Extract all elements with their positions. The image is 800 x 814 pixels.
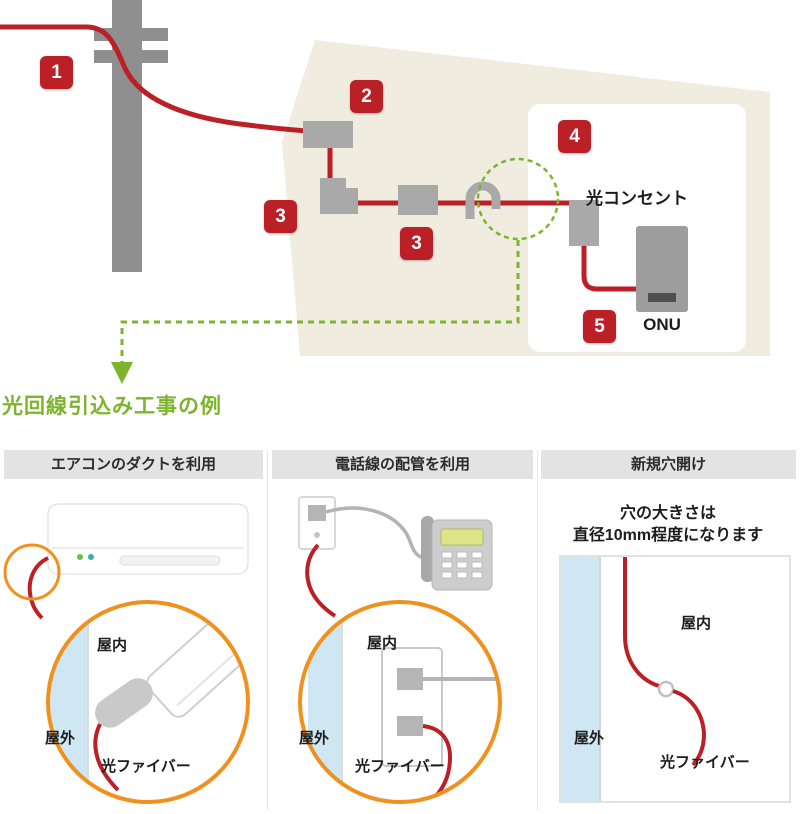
conduit-elbow bbox=[320, 178, 358, 214]
fiber-out-of-hole bbox=[672, 689, 707, 767]
drop-cable bbox=[0, 24, 331, 136]
phone-keypad bbox=[441, 551, 483, 579]
step-badge-4: 4 bbox=[558, 120, 591, 153]
indoor-label: 屋内 bbox=[367, 635, 398, 652]
ac-zoom-ring bbox=[3, 543, 61, 601]
guide-arrow bbox=[111, 362, 133, 384]
drilled-hole bbox=[657, 680, 675, 698]
wall-cross-section bbox=[559, 555, 791, 803]
outdoor-wall-strip bbox=[308, 602, 342, 802]
onu-label: ONU bbox=[643, 315, 681, 334]
step-badge-3a: 3 bbox=[264, 200, 297, 233]
onu-cable bbox=[581, 246, 640, 292]
outdoor-label: 屋外 bbox=[574, 730, 605, 747]
wall-plate-zoomed bbox=[381, 647, 443, 767]
zoom-highlight-circle bbox=[476, 157, 560, 241]
indoor-label: 屋内 bbox=[97, 637, 128, 654]
fiber-label: 光ファイバー bbox=[660, 754, 750, 771]
phone-handset bbox=[421, 516, 434, 582]
ac-zoom-circle-ring bbox=[46, 600, 250, 804]
onu-device bbox=[636, 226, 688, 312]
ac-indicator-green bbox=[77, 554, 83, 560]
utility-pole bbox=[94, 0, 168, 272]
diagram-caption: 光回線引込み工事の例 bbox=[2, 395, 222, 418]
ac-indicator-teal bbox=[88, 554, 94, 560]
conduit-entry-box bbox=[303, 121, 353, 148]
phone-wall-plate bbox=[298, 496, 336, 550]
outdoor-wall-strip bbox=[561, 557, 600, 801]
step-badge-1: 1 bbox=[40, 56, 73, 89]
telephone bbox=[421, 516, 493, 591]
hole-size-note-line1: 穴の大きさは bbox=[619, 505, 716, 522]
fiber-label: 光ファイバー bbox=[355, 758, 445, 775]
phone-cord bbox=[325, 506, 433, 561]
ac-fiber-cable bbox=[27, 556, 50, 620]
method-header-aircon-duct: エアコンのダクトを利用 bbox=[4, 450, 263, 479]
optical-outlet-box bbox=[569, 200, 599, 246]
fiber-label: 光ファイバー bbox=[101, 758, 191, 775]
step-badge-2: 2 bbox=[350, 80, 383, 113]
ac-unit-zoomed bbox=[146, 602, 248, 718]
hole-size-note-line2: 直径10mm程度になります bbox=[572, 527, 764, 544]
plate-fiber-cable bbox=[305, 543, 337, 618]
column-divider bbox=[267, 450, 268, 810]
cable-hook bbox=[465, 181, 501, 219]
outdoor-label: 屋外 bbox=[45, 730, 76, 747]
guide-dashed-line bbox=[120, 240, 520, 362]
ac-unit bbox=[47, 503, 249, 575]
method-header-phone-conduit: 電話線の配管を利用 bbox=[272, 450, 533, 479]
ac-vent bbox=[119, 555, 221, 566]
optical-outlet-label: 光コンセント bbox=[586, 189, 688, 208]
fiber-line-zoomed bbox=[422, 724, 453, 800]
step-badge-5: 5 bbox=[583, 310, 616, 343]
fiber-into-hole bbox=[623, 557, 660, 688]
step-badge-3b: 3 bbox=[400, 227, 433, 260]
indoor-label: 屋内 bbox=[681, 615, 712, 632]
conduit-box bbox=[398, 185, 438, 215]
column-divider bbox=[537, 450, 538, 810]
wall-duct bbox=[95, 678, 153, 728]
phone-zoom-circle-ring bbox=[298, 600, 502, 804]
method-header-new-hole: 新規穴開け bbox=[541, 450, 796, 479]
phone-screen bbox=[440, 528, 484, 546]
duct-fiber-cable bbox=[93, 723, 120, 792]
outdoor-label: 屋外 bbox=[299, 730, 330, 747]
